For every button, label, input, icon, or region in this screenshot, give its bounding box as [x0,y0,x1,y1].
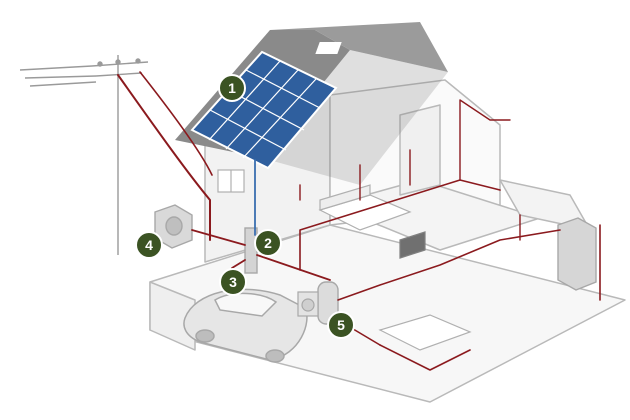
marker-label-5: 5 [337,317,345,333]
marker-ev-charger: 3 [219,268,247,296]
marker-label-4: 4 [145,237,153,253]
marker-heat-pump: 4 [135,231,163,259]
washing-machine [297,291,319,317]
dining-table [378,314,472,351]
tv-screen [399,231,426,259]
marker-electrical-panel: 2 [254,229,282,257]
refrigerator [557,217,597,291]
marker-label-1: 1 [228,80,236,96]
marker-label-2: 2 [264,235,272,251]
heat-pump-unit [154,204,193,249]
solar-panel-array [190,50,338,170]
skylight [315,42,342,54]
utility-pole [19,55,149,255]
wiring [117,71,601,371]
marker-label-3: 3 [229,274,237,290]
bed [318,184,412,231]
car [183,288,308,363]
marker-solar-panels: 1 [218,74,246,102]
marker-water-heater: 5 [327,311,355,339]
house-window [217,169,245,193]
